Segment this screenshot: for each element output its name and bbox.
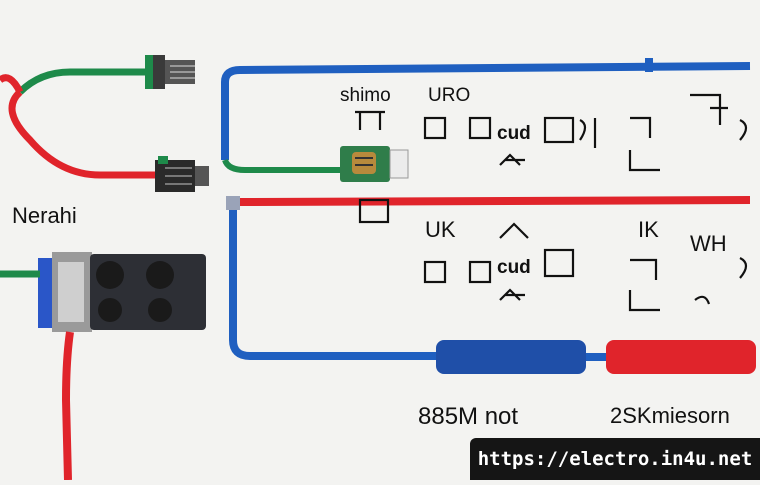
red-wire-top-left-end [0, 74, 24, 94]
red-wire-top [8, 89, 160, 179]
pcb-module [340, 146, 409, 182]
blue-wire-bottom [229, 210, 440, 360]
green-wire-pcb [222, 158, 345, 173]
label-uro: URO [428, 85, 471, 106]
label-885m-not: 885M not [418, 403, 519, 430]
blue-wire-top [221, 62, 751, 160]
red-wire-bottom [61, 331, 74, 481]
watermark-url: https://electro.in4u.net [470, 438, 760, 480]
label-wh: WH [690, 231, 727, 256]
schematic-symbols [355, 93, 748, 312]
green-wire-top [17, 68, 150, 95]
label-nerahi: Nerahi [12, 203, 77, 228]
top-connector [145, 55, 195, 89]
wire-joint [226, 196, 240, 210]
label-ik: IK [638, 217, 659, 242]
blue-wire-sleeve [645, 58, 653, 72]
label-cud-lower: cud [497, 257, 531, 278]
blue-heatshrink [436, 340, 586, 374]
label-cud-upper: cud [497, 123, 531, 144]
red-heatshrink [606, 340, 756, 374]
label-2skmiesorn: 2SKmiesorn [610, 403, 730, 428]
label-shimo: shimo [340, 85, 391, 106]
mid-connector [155, 156, 209, 192]
red-wire-middle [239, 196, 751, 206]
watermark-url-text: https://electro.in4u.net [477, 448, 753, 470]
label-uk: UK [425, 217, 456, 242]
terminal-block [38, 252, 206, 332]
